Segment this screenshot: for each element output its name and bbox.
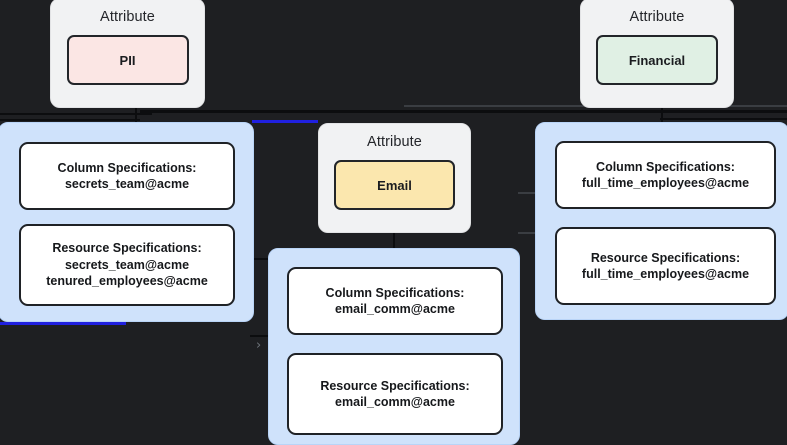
spec-node-value: email_comm@acme <box>335 302 455 316</box>
attribute-group-email[interactable]: Attribute Email <box>318 123 471 233</box>
spec-node-resource-specifications[interactable]: Resource Specifications: full_time_emplo… <box>555 227 776 305</box>
spec-node-value: full_time_employees@acme <box>581 176 750 190</box>
spec-node-column-specifications[interactable]: Column Specifications: email_comm@acme <box>287 267 503 335</box>
edge-pii-stub <box>0 119 140 121</box>
edge-right-stub-lower <box>518 232 540 234</box>
edge-pii-down <box>135 108 137 122</box>
spec-group-email-comm[interactable]: Column Specifications: email_comm@acme R… <box>268 248 520 445</box>
edge-right-rail <box>660 118 787 120</box>
edge-email-left-stub-2 <box>250 335 270 337</box>
spec-node-column-specifications[interactable]: Column Specifications: secrets_team@acme <box>19 142 235 210</box>
attribute-group-financial[interactable]: Attribute Financial <box>580 0 734 108</box>
spec-node-resource-specifications[interactable]: Resource Specifications: secrets_team@ac… <box>19 224 235 306</box>
spec-node-title: Resource Specifications: <box>52 241 202 256</box>
spec-node-resource-specifications[interactable]: Resource Specifications: email_comm@acme <box>287 353 503 435</box>
spec-node-title: Resource Specifications: <box>320 378 470 393</box>
edge-email-down <box>393 232 395 250</box>
edge-pii-to-secrets-horizontal <box>0 113 152 115</box>
spec-node-value: tenured_employees@acme <box>46 274 208 289</box>
edge-right-stub-upper <box>518 192 540 194</box>
attribute-node-email[interactable]: Email <box>334 160 455 210</box>
spec-node-value: email_comm@acme <box>335 395 455 409</box>
spec-node-title: Resource Specifications: <box>590 250 741 265</box>
highlight-rule-top <box>252 120 318 123</box>
attribute-group-title: Attribute <box>629 9 685 25</box>
highlight-rule-bottom <box>0 322 126 325</box>
spec-node-column-specifications[interactable]: Column Specifications: full_time_employe… <box>555 141 776 209</box>
spec-node-title: Column Specifications: <box>596 159 735 174</box>
spec-node-value: secrets_team@acme <box>64 177 190 191</box>
spec-group-secrets-team[interactable]: Column Specifications: secrets_team@acme… <box>0 122 254 322</box>
spec-group-full-time-employees[interactable]: Column Specifications: full_time_employe… <box>535 122 787 320</box>
attribute-group-title: Attribute <box>100 9 155 25</box>
attribute-group-title: Attribute <box>367 134 422 150</box>
attribute-node-financial[interactable]: Financial <box>596 35 718 85</box>
edge-mid-rail <box>140 110 787 113</box>
spec-node-title: Column Specifications: <box>325 285 465 300</box>
chevron-right-icon[interactable]: › <box>256 338 262 353</box>
spec-node-value: full_time_employees@acme <box>581 267 750 281</box>
edge-financial-down <box>661 108 663 122</box>
spec-node-value: secrets_team@acme <box>64 257 190 272</box>
spec-node-title: Column Specifications: <box>57 160 197 175</box>
attribute-group-pii[interactable]: Attribute PII <box>50 0 205 108</box>
edge-email-left-stub <box>250 258 270 260</box>
attribute-node-pii[interactable]: PII <box>66 35 189 85</box>
